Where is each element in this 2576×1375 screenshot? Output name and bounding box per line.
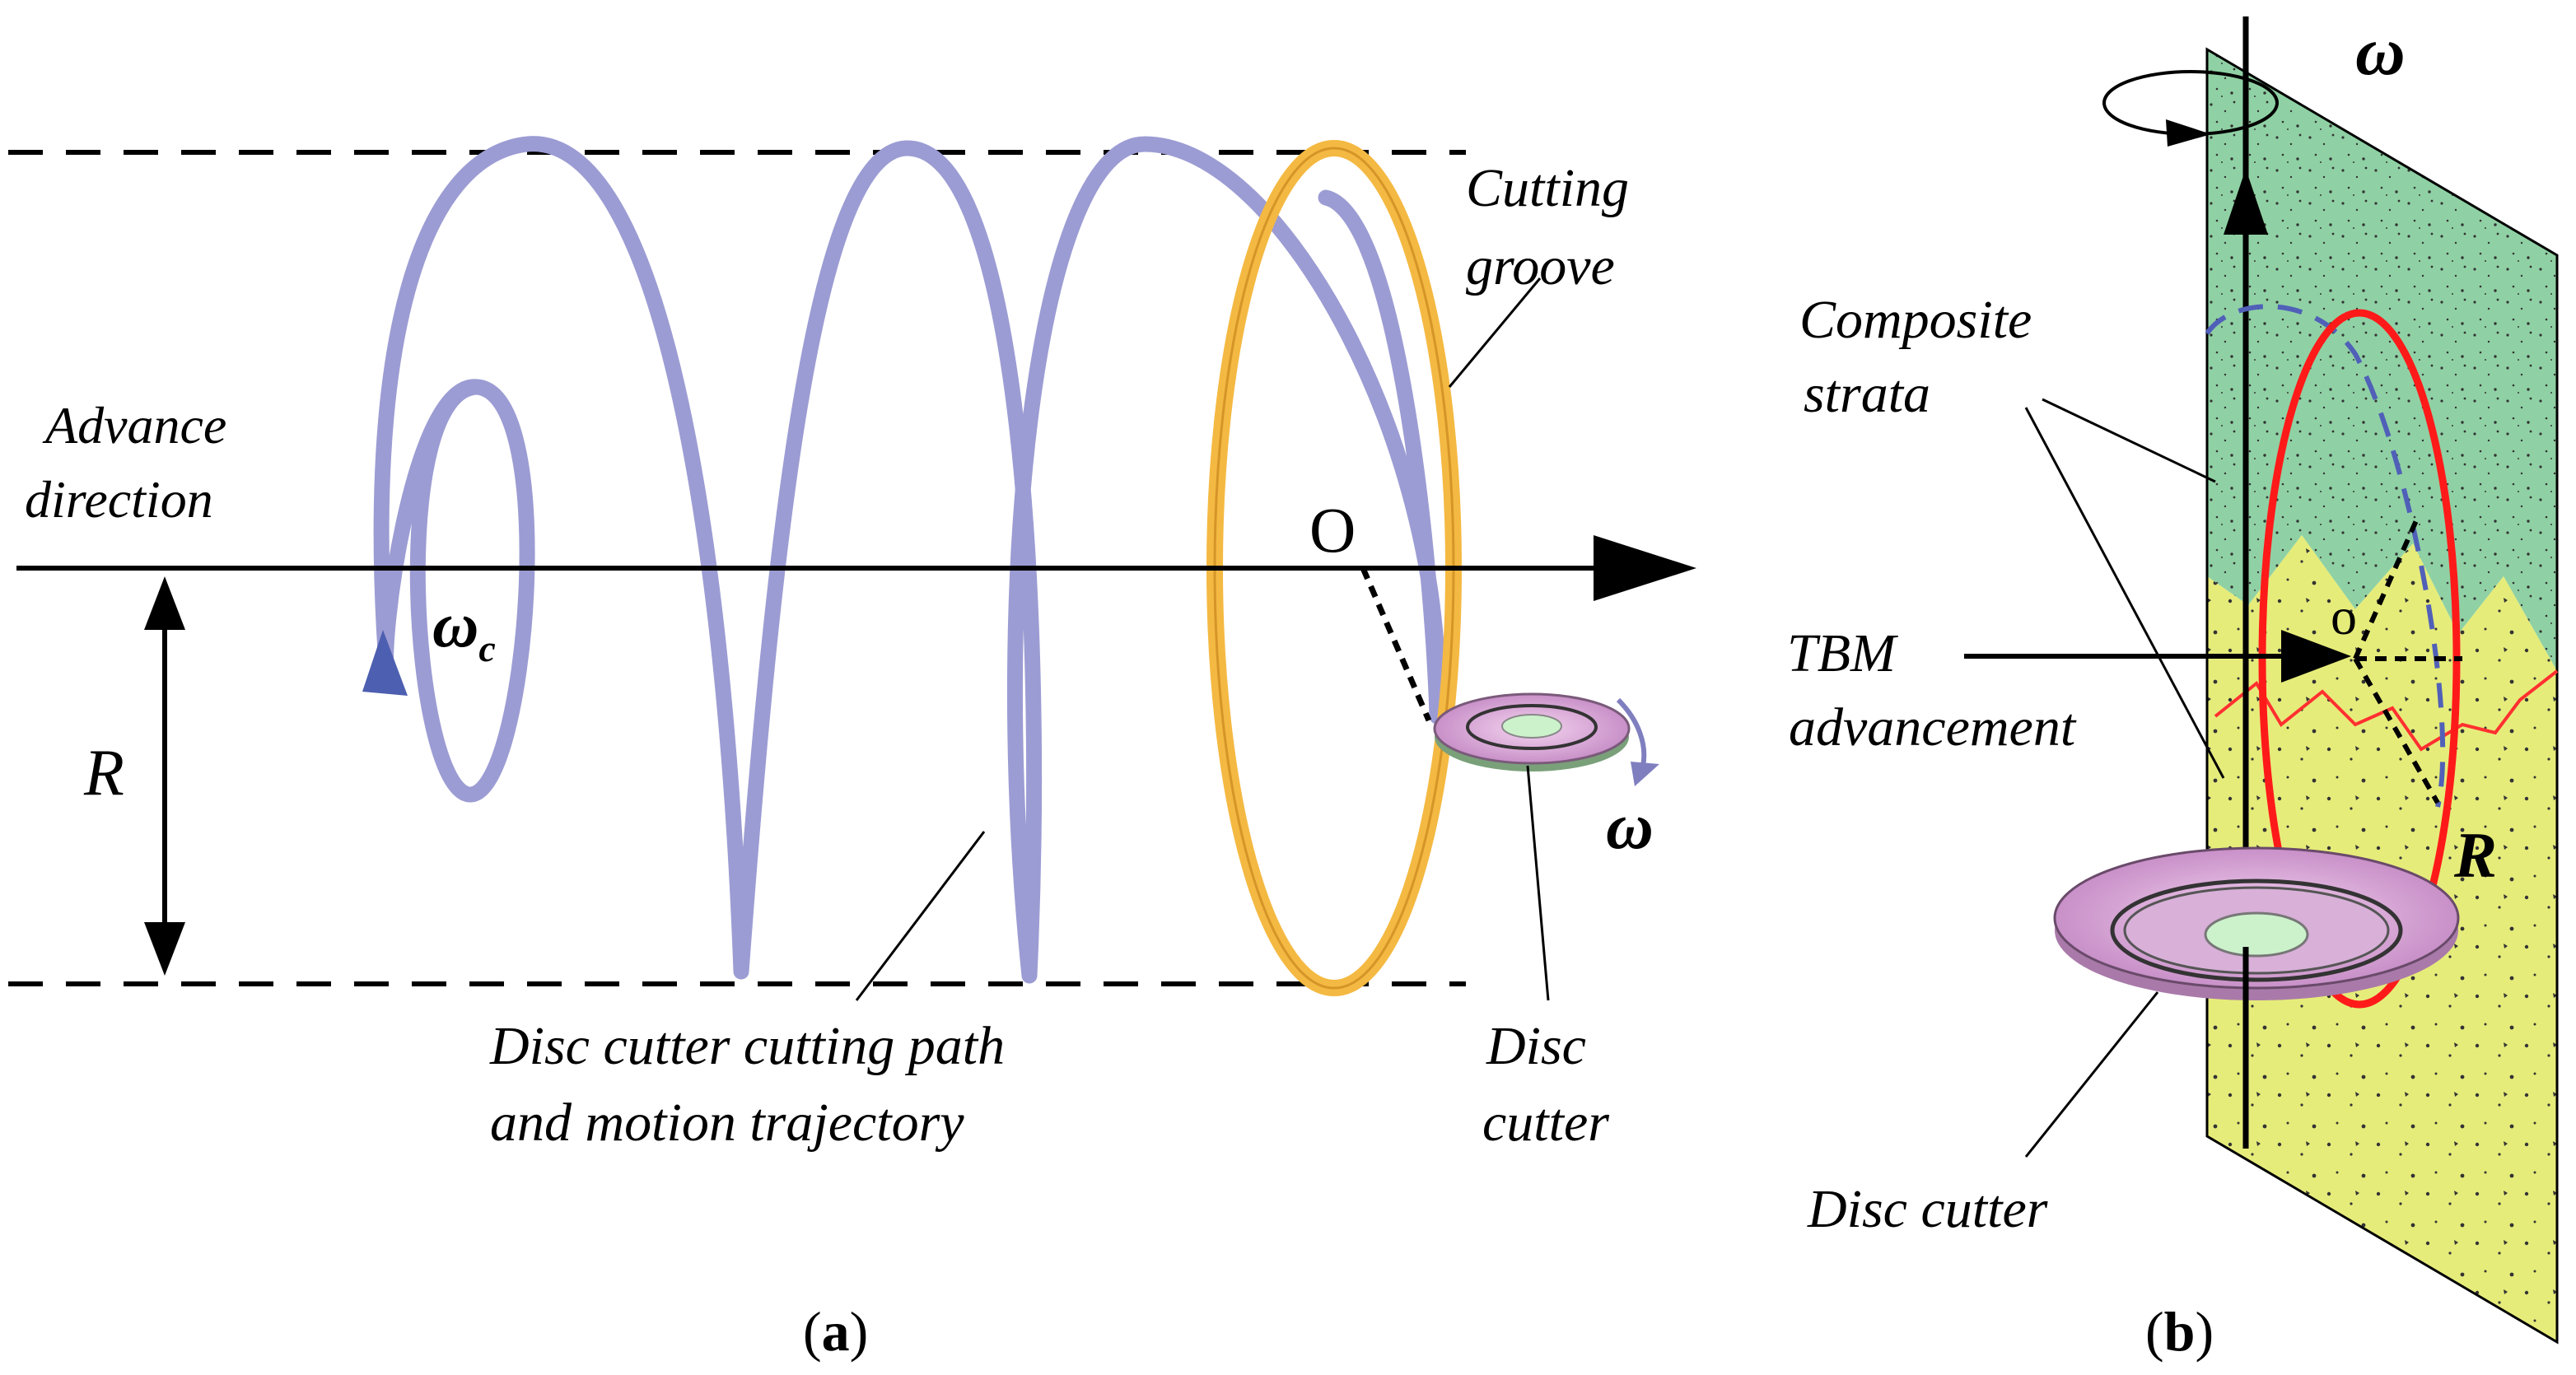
disc-cutter-a [1433, 692, 1631, 771]
radius-label-b: R [2453, 819, 2497, 891]
radius-dashed-line [1360, 566, 1432, 722]
vertical-axis-arrowhead [2224, 169, 2268, 235]
dashed-cutting-path [2205, 304, 2446, 808]
cutting-groove-label-line1: Cutting [1466, 158, 1629, 218]
composite-strata-label-line2: strata [1804, 364, 1930, 424]
disc-rotation-arrowhead [1631, 762, 1659, 786]
radius-label: R [83, 737, 124, 809]
omega-label-b: ω [2355, 13, 2406, 90]
radius-arrowhead-bottom [144, 922, 185, 976]
tbm-label-line2: advancement [1789, 697, 2077, 757]
green-strata-texture [2207, 49, 2557, 671]
composite-leader-line-2 [2024, 407, 2225, 779]
rotation-ellipse-arrowhead [2166, 119, 2211, 147]
panel-a: Advance direction R O ωc ω Cutting groov… [8, 136, 1696, 1363]
center-o-label-b: o [2331, 587, 2357, 646]
cutting-path-label-line1: Disc cutter cutting path [489, 1016, 1005, 1076]
cutting-path-label-line2: and motion trajectory [490, 1093, 964, 1153]
composite-strata-label-line1: Composite [1799, 290, 2032, 350]
disc-cutter-b [2053, 846, 2460, 1000]
radius-arrowhead-top [144, 576, 185, 630]
caption-a: (a) [803, 1300, 868, 1363]
disc-rotation-arrow [1616, 697, 1647, 767]
center-o-label: O [1309, 494, 1356, 566]
center-radial-lines [2353, 517, 2462, 804]
disc-cutter-label-b: Disc cutter [1807, 1179, 2048, 1239]
groove-leader-line [1448, 277, 1542, 388]
tbm-arrowhead [2281, 630, 2351, 683]
helix-trajectory [373, 136, 1446, 984]
strata-interface-line [2214, 669, 2559, 752]
cutting-groove-label-line2: groove [1466, 236, 1615, 296]
advance-arrowhead [1594, 535, 1696, 601]
tbm-label-line1: TBM [1787, 623, 1899, 683]
disc-cutter-label-a-line2: cutter [1482, 1093, 1609, 1153]
omega-label-a: ω [1606, 790, 1654, 863]
omega-c-label: ωc [432, 589, 496, 669]
disc-leader-line-b [2024, 991, 2159, 1158]
strata-plane-outline [2205, 47, 2559, 1345]
caption-b: (b) [2145, 1300, 2214, 1363]
rotation-arrowhead-blue [362, 630, 408, 696]
panel-b: ω Composite strata TBM advancement o R D… [1787, 13, 2559, 1363]
disc-leader-line [1526, 765, 1550, 1001]
advance-direction-label-line1: Advance [42, 396, 226, 454]
path-leader-line [855, 831, 986, 1001]
composite-leader-line-1 [2042, 398, 2216, 483]
disc-cutter-label-a-line1: Disc [1486, 1016, 1586, 1076]
advance-direction-label-line2: direction [25, 470, 213, 529]
